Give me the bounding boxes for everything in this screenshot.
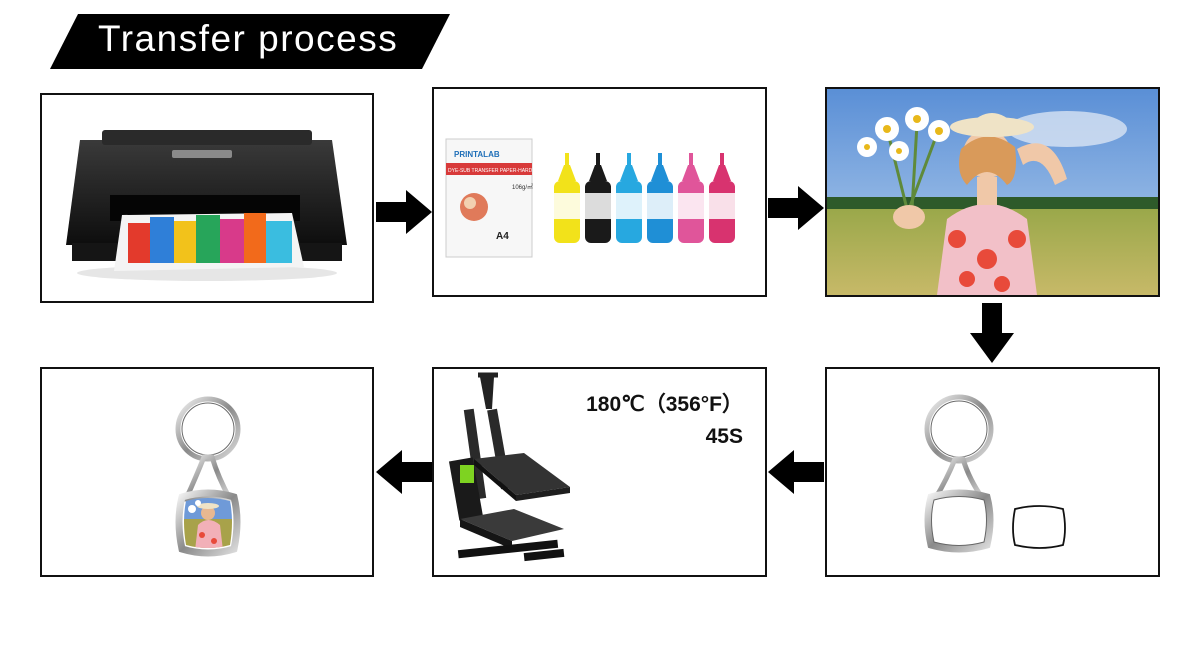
title-banner: Transfer process — [50, 14, 450, 69]
step-ink-and-paper: PRINTALAB DYE-SUB TRANSFER PAPER-HARD SE… — [432, 87, 767, 297]
ink-bottle-3 — [616, 153, 642, 243]
arrow-right-2 — [768, 186, 824, 230]
paper-weight: 106g/㎡ — [512, 183, 533, 191]
paper-size: A4 — [496, 231, 509, 242]
ink-bottle-1 — [554, 153, 580, 243]
step-printer — [40, 93, 374, 303]
ink-bottles-icon: PRINTALAB DYE-SUB TRANSFER PAPER-HARD SE… — [445, 138, 735, 258]
arrow-down — [970, 303, 1014, 363]
ink-bottle-2 — [585, 153, 611, 243]
heat-press-settings: 180℃（356°F） 45S — [586, 389, 743, 453]
heat-press-icon — [448, 372, 570, 562]
step-blank-keychain — [825, 367, 1160, 577]
ink-bottle-6 — [709, 153, 735, 243]
paper-brand: PRINTALAB — [454, 150, 500, 159]
printer-icon — [66, 130, 347, 281]
paper-label: DYE-SUB TRANSFER PAPER-HARD SERIES — [448, 168, 553, 174]
step-heat-press: 180℃（356°F） 45S — [432, 367, 767, 577]
arrow-right-1 — [376, 190, 432, 234]
arrow-left-1 — [768, 450, 824, 494]
step-printed-photo — [825, 87, 1160, 297]
press-temperature: 180℃（356°F） — [586, 393, 743, 416]
finished-keychain-icon — [175, 396, 241, 557]
photo-icon — [827, 89, 1158, 295]
ink-bottle-4 — [647, 153, 673, 243]
keychain-icon — [924, 394, 1066, 553]
step-finished-keychain — [40, 367, 374, 577]
press-time: 45S — [705, 425, 743, 448]
arrow-left-2 — [376, 450, 432, 494]
ink-bottles — [554, 153, 735, 243]
page-title: Transfer process — [98, 18, 399, 59]
ink-bottle-5 — [678, 153, 704, 243]
